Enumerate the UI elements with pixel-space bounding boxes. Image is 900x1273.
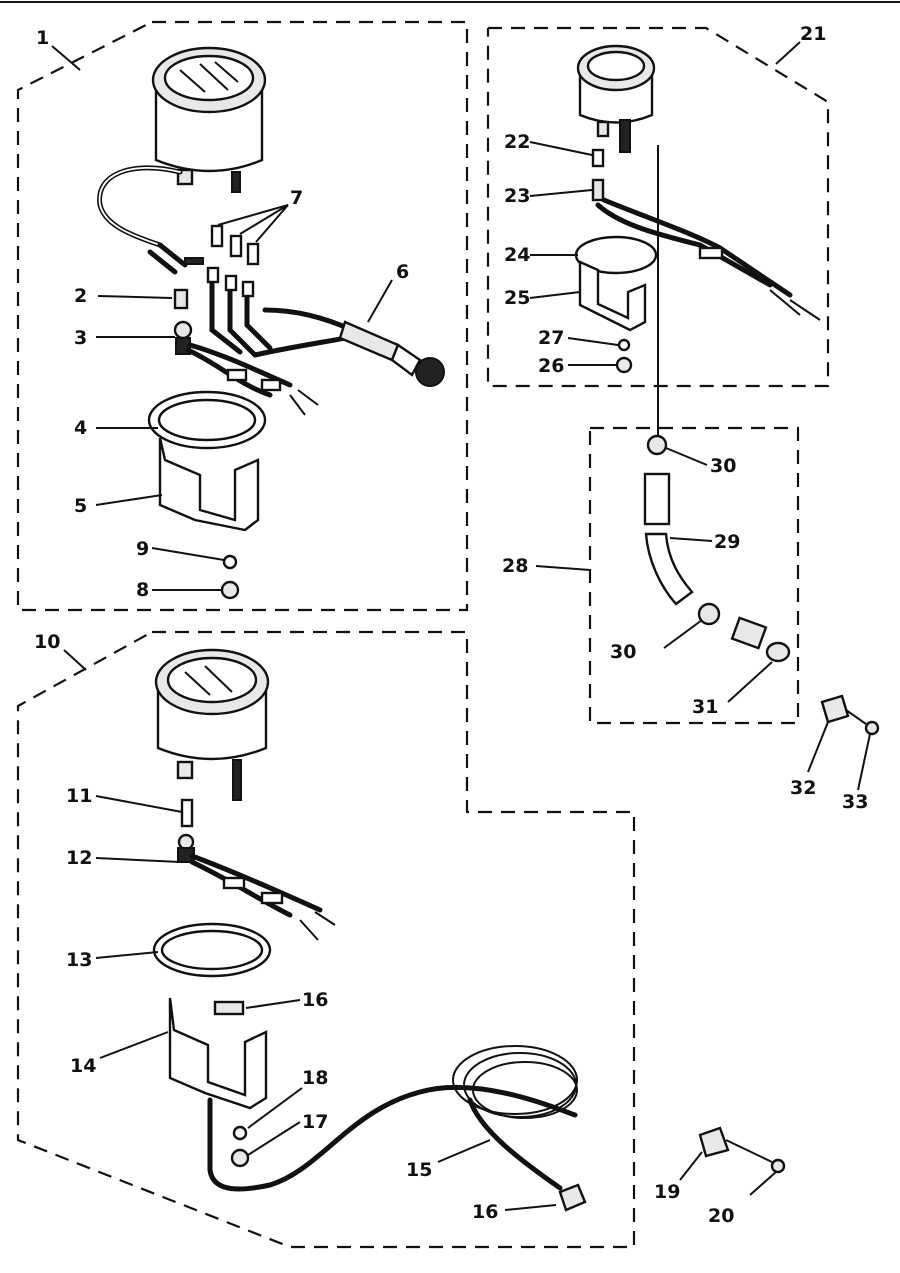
callout-8: 8 bbox=[136, 579, 149, 601]
part-2-bushing bbox=[173, 288, 189, 310]
callout-33: 33 bbox=[842, 791, 868, 813]
part-20-screw bbox=[770, 1158, 786, 1174]
part-22-bushing bbox=[591, 148, 605, 168]
callout-23: 23 bbox=[504, 185, 530, 207]
part-3-sender-wire bbox=[173, 320, 319, 416]
part-19-clamp bbox=[698, 1126, 730, 1158]
leader-lines bbox=[51, 41, 871, 1211]
pickup-fitting bbox=[730, 616, 768, 650]
callout-24: 24 bbox=[504, 244, 530, 266]
callout-20: 20 bbox=[708, 1205, 734, 1227]
terminal-caps-7 bbox=[210, 224, 260, 266]
part-18-washer bbox=[232, 1125, 248, 1141]
callout-7: 7 bbox=[290, 187, 303, 209]
callout-29: 29 bbox=[714, 531, 740, 553]
callout-21: 21 bbox=[800, 23, 826, 45]
callout-13: 13 bbox=[66, 949, 92, 971]
callout-18: 18 bbox=[302, 1067, 328, 1089]
part-29-hose-straight bbox=[643, 472, 671, 526]
callout-30-bottom: 30 bbox=[610, 641, 636, 663]
part-16-clip-top bbox=[213, 1000, 245, 1016]
part-31-washer bbox=[765, 641, 791, 663]
callout-14: 14 bbox=[70, 1055, 96, 1077]
part-11-bushing bbox=[180, 798, 194, 828]
part-16-clip-bottom bbox=[558, 1183, 587, 1212]
callout-15: 15 bbox=[406, 1159, 432, 1181]
callout-17: 17 bbox=[302, 1111, 328, 1133]
callout-27: 27 bbox=[538, 327, 564, 349]
callout-11: 11 bbox=[66, 785, 92, 807]
callout-16-bottom: 16 bbox=[472, 1201, 498, 1223]
group-1-boundary bbox=[16, 20, 469, 612]
part-13-ring bbox=[152, 922, 272, 978]
group-21-boundary bbox=[486, 26, 830, 388]
part-8-nut bbox=[220, 580, 240, 600]
group-10-boundary bbox=[16, 630, 636, 1249]
part-32-clamp bbox=[820, 694, 850, 724]
part-30-nut-top bbox=[646, 434, 668, 456]
callout-19: 19 bbox=[654, 1181, 680, 1203]
callout-2: 2 bbox=[74, 285, 87, 307]
callout-6: 6 bbox=[396, 261, 409, 283]
part-12-sender-wire bbox=[177, 833, 336, 941]
part-23-sender-wire bbox=[591, 178, 821, 321]
callouts: 1 2 3 4 5 6 7 8 9 10 11 12 13 14 15 16 1… bbox=[34, 23, 868, 1227]
part-9-washer bbox=[222, 554, 238, 570]
part-26-nut bbox=[615, 356, 633, 374]
wire-harness-6 bbox=[206, 266, 445, 387]
gauge-10 bbox=[154, 648, 270, 801]
callout-30-top: 30 bbox=[710, 455, 736, 477]
callout-26: 26 bbox=[538, 355, 564, 377]
part-17-nut bbox=[230, 1148, 250, 1168]
callout-25: 25 bbox=[504, 287, 530, 309]
callout-12: 12 bbox=[66, 847, 92, 869]
callout-5: 5 bbox=[74, 495, 87, 517]
gauge-1-wire-lead bbox=[97, 165, 204, 275]
part-15-hose bbox=[207, 1045, 578, 1192]
part-5-bracket bbox=[158, 437, 260, 532]
callout-10: 10 bbox=[34, 631, 60, 653]
group-28-boundary bbox=[588, 426, 800, 725]
part-30-nut-bottom bbox=[697, 602, 721, 626]
callout-9: 9 bbox=[136, 538, 149, 560]
callout-16-top: 16 bbox=[302, 989, 328, 1011]
callout-3: 3 bbox=[74, 327, 87, 349]
part-4-ring bbox=[147, 390, 267, 450]
gauge-21 bbox=[576, 44, 656, 153]
callout-1: 1 bbox=[36, 27, 49, 49]
part-14-bracket bbox=[168, 997, 268, 1110]
gauge-1 bbox=[151, 46, 267, 193]
callout-22: 22 bbox=[504, 131, 530, 153]
part-27-washer bbox=[617, 338, 631, 352]
part-33-screw bbox=[864, 720, 880, 736]
callout-32: 32 bbox=[790, 777, 816, 799]
callout-28: 28 bbox=[502, 555, 528, 577]
callout-4: 4 bbox=[74, 417, 87, 439]
callout-31: 31 bbox=[692, 696, 718, 718]
part-29-hose-bend bbox=[644, 532, 694, 606]
part-25-bracket bbox=[578, 260, 647, 332]
